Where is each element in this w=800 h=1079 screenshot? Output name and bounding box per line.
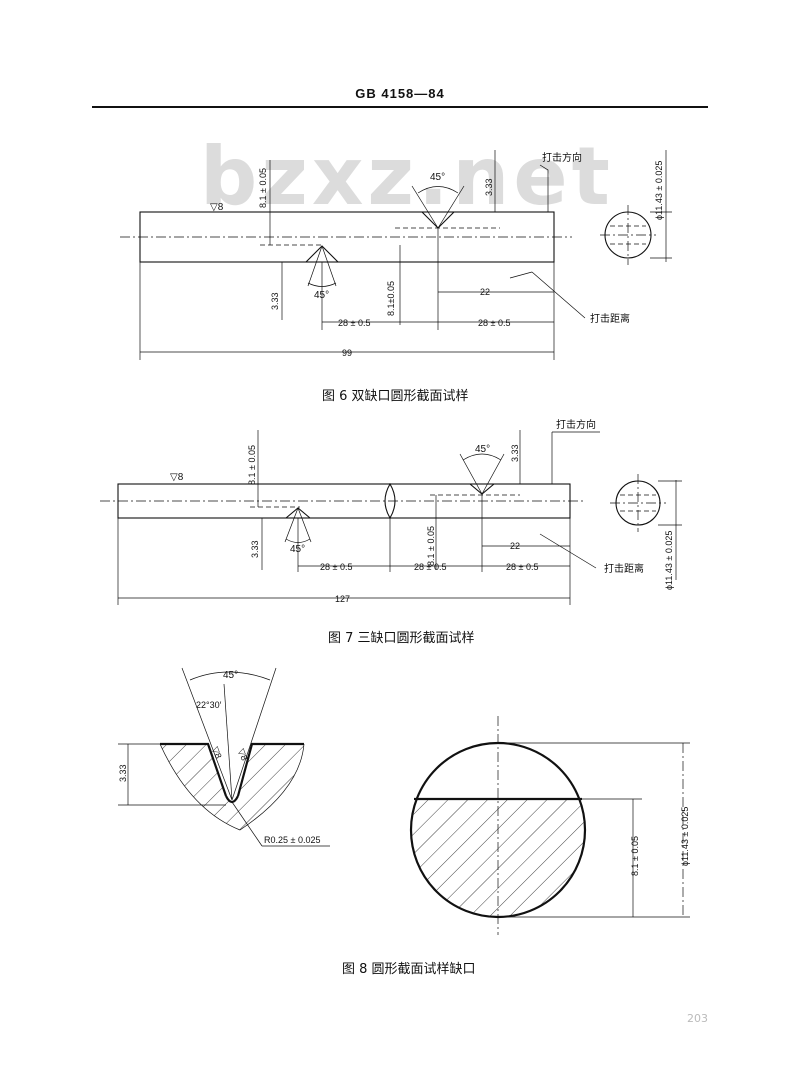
fig8-half-angle: 22°30′ (196, 700, 222, 710)
fig6-dim-depth-bottom: 3.33 (270, 292, 280, 310)
fig7-notch-angle-bottom: 45° (290, 544, 305, 555)
fig6-dim-length: 99 (342, 348, 352, 358)
fig7-dim-offset-3: 28 ± 0.5 (506, 562, 538, 572)
document-header: GB 4158—84 (355, 86, 445, 101)
fig7-strike-distance: 打击距离 (604, 562, 644, 575)
fig8-radius: R0.25 ± 0.025 (264, 835, 320, 845)
fig6-dim-ligament-top: 8.1 ± 0.05 (258, 168, 268, 208)
fig7-notch-angle-top: 45° (475, 444, 490, 455)
fig8-notch-angle: 45° (223, 670, 238, 681)
fig7-dim-offset-1: 28 ± 0.5 (320, 562, 352, 572)
fig6-roughness: ▽8 (210, 202, 224, 213)
fig7-bottom-notch (285, 507, 311, 519)
fig8-section-circle: 8.1 ± 0.05 ϕ11.43 ± 0.025 (409, 716, 690, 935)
fig8-dim-ligament: 8.1 ± 0.05 (630, 836, 640, 876)
header-rule (92, 106, 708, 108)
fig7-dim-depth-top: 3.33 (510, 444, 520, 462)
fig8-caption: 图 8 圆形截面试样缺口 (342, 962, 476, 977)
fig7-dim-ligament-bottom: 8.1 ± 0.05 (426, 526, 436, 566)
fig7-dim-depth-bottom: 3.33 (250, 540, 260, 558)
fig6-notch-angle-top: 45° (430, 172, 445, 183)
fig7-caption: 图 7 三缺口圆形截面试样 (328, 631, 475, 646)
fig6-notch-angle-bottom: 45° (314, 290, 329, 301)
fig6-dim-offset-right: 28 ± 0.5 (478, 318, 510, 328)
fig7-strike-direction: 打击方向 (556, 418, 596, 431)
fig6-dim-offset-left: 28 ± 0.5 (338, 318, 370, 328)
fig6-dim-diameter: ϕ11.43 ± 0.025 (654, 161, 664, 220)
fig7-dim-strike: 22 (510, 541, 520, 551)
fig6-dim-strike: 22 (480, 287, 490, 297)
fig8-notch-detail: 45° 22°30′ 3.33 ▽8 ▽8 R0.25 ± 0.025 (118, 667, 330, 847)
watermark: bzxz.net (200, 130, 614, 223)
fig7-dim-length: 127 (335, 594, 350, 604)
fig6-specimen-bar (139, 211, 555, 263)
figure-7-drawing: 45° 45° ▽8 8.1 ± 0.05 3.33 8.1 ± 0.05 3.… (100, 418, 682, 605)
fig8-roughness-right: ▽8 (236, 747, 249, 762)
fig6-bottom-notch (305, 245, 339, 263)
fig7-dim-diameter: ϕ11.43 ± 0.025 (664, 531, 674, 590)
fig8-roughness-left: ▽8 (210, 745, 223, 760)
fig6-caption: 图 6 双缺口圆形截面试样 (322, 389, 469, 404)
fig6-strike-direction: 打击方向 (542, 151, 582, 164)
fig8-dim-depth: 3.33 (118, 764, 128, 782)
fig7-dim-ligament-top: 8.1 ± 0.05 (247, 445, 257, 485)
fig6-strike-distance: 打击距离 (590, 312, 630, 325)
fig6-dim-ligament-bottom: 8.1±0.05 (386, 281, 396, 316)
fig7-roughness: ▽8 (170, 472, 184, 483)
fig7-dim-offset-2: 28 ± 0.5 (414, 562, 446, 572)
figure-6-drawing: 45° 45° ▽8 8.1 ± 0.05 3.33 8.1±0.05 3.33… (120, 150, 672, 360)
fig8-dim-diameter: ϕ11.43 ± 0.025 (680, 807, 690, 866)
page-number: 203 (687, 1012, 708, 1025)
fig7-top-notch (469, 483, 495, 495)
fig6-top-notch (421, 211, 455, 229)
fig6-dim-depth-top: 3.33 (484, 178, 494, 196)
